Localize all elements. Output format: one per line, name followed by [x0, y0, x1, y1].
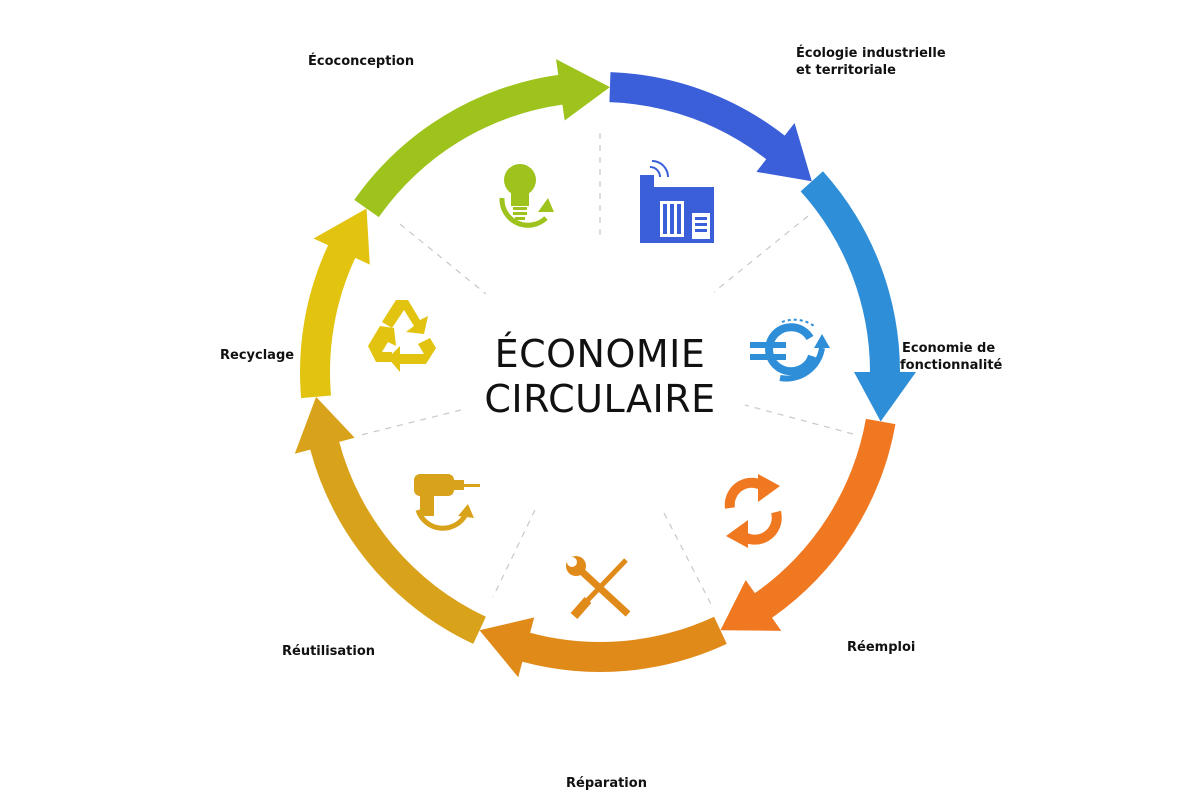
label-ecoconception: Écoconception	[308, 54, 415, 69]
separator-line	[399, 223, 487, 295]
label-ecologie-industrielle: Écologie industrielle et territoriale	[796, 45, 946, 79]
cycle-arrow-recyclage	[300, 208, 370, 399]
separator-line	[492, 509, 536, 598]
separator-line	[663, 512, 714, 609]
label-reparation: Réparation	[566, 776, 647, 791]
cycle-arrow-fonctionnalite	[800, 171, 916, 422]
cycle-arrow-reutilisation	[294, 396, 486, 644]
cycle-arrows	[294, 59, 916, 678]
lightbulb-icon	[499, 164, 554, 228]
euro-cycle-icon	[750, 318, 830, 382]
label-ecologie-line2: et territoriale	[796, 63, 896, 78]
cycle-arrow-reemploi	[720, 418, 896, 631]
diagram-title-line1: ÉCONOMIE	[494, 332, 706, 376]
label-economie-fonctionnalite: Economie de fonctionnalité	[900, 340, 1002, 374]
label-ecologie-line1: Écologie industrielle	[796, 46, 946, 61]
cycle-arrow-ecologie	[609, 72, 812, 182]
cycle-arrow-reparation	[479, 616, 727, 678]
wrench-screwdriver-icon	[566, 556, 631, 619]
separator-line	[713, 215, 809, 293]
segment-separators	[356, 133, 854, 609]
label-reutilisation: Réutilisation	[282, 644, 376, 659]
drill-icon	[414, 474, 480, 531]
label-recyclage: Recyclage	[220, 348, 295, 363]
recycle-icon	[368, 300, 436, 372]
diagram-title-line2: CIRCULAIRE	[484, 377, 716, 421]
separator-line	[356, 409, 462, 437]
label-reemploi: Réemploi	[847, 640, 916, 655]
factory-icon	[640, 160, 714, 243]
refresh-arrows-icon	[724, 474, 782, 548]
label-fonctionnalite-line1: Economie de	[902, 341, 996, 356]
label-fonctionnalite-line2: fonctionnalité	[900, 358, 1003, 373]
cycle-arrow-ecoconception	[354, 59, 610, 218]
